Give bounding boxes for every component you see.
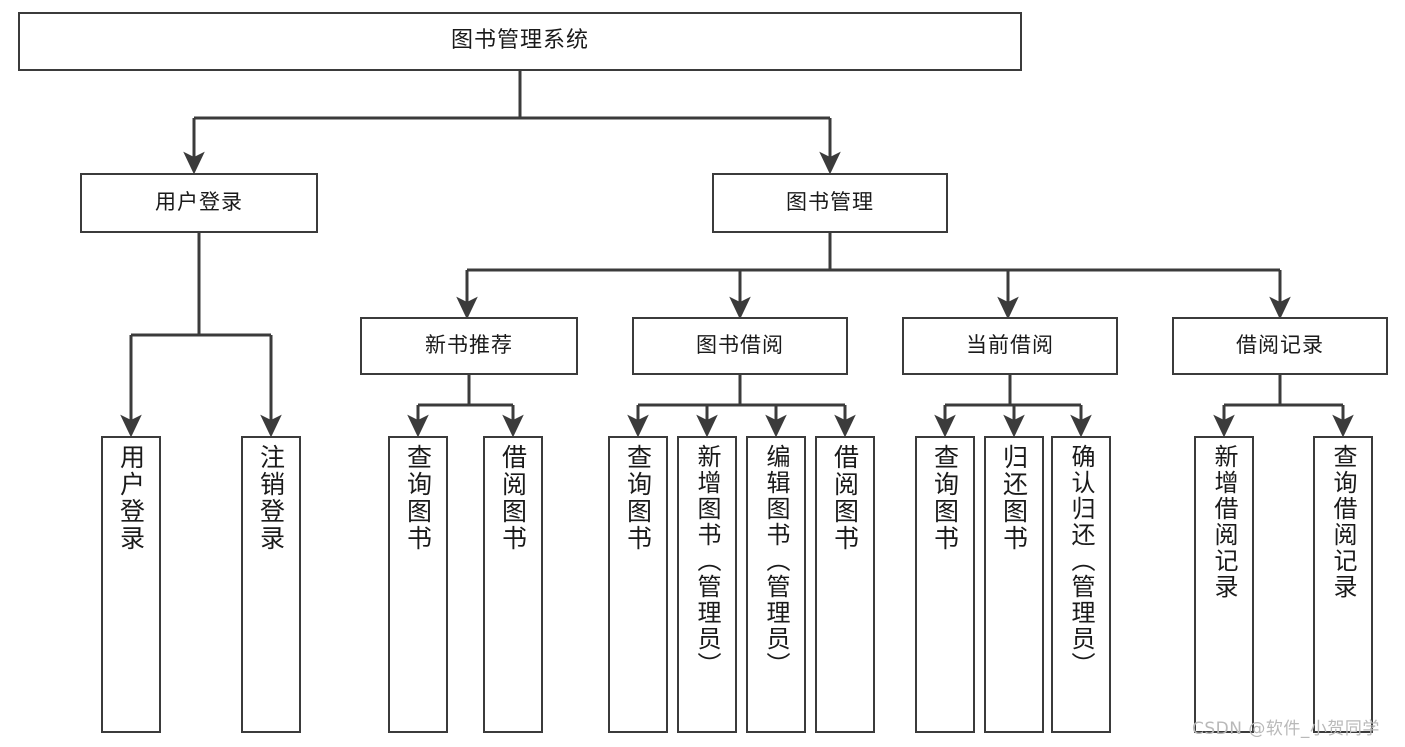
node-label: 查询图书 <box>403 444 433 552</box>
leaf-query-book-recommend[interactable]: 查询图书 <box>388 436 448 733</box>
leaf-add-borrow-record[interactable]: 新增借阅记录 <box>1194 436 1254 733</box>
node-label: 借阅图书 <box>830 444 860 552</box>
node-borrow-record[interactable]: 借阅记录 <box>1172 317 1388 375</box>
node-label: 查询图书 <box>623 444 653 552</box>
node-label: 新增借阅记录 <box>1210 444 1238 600</box>
node-label: 查询图书 <box>930 444 960 552</box>
leaf-query-book-current[interactable]: 查询图书 <box>915 436 975 733</box>
node-label: 编辑图书（管理员） <box>762 444 790 678</box>
leaf-confirm-return-admin[interactable]: 确认归还（管理员） <box>1051 436 1111 733</box>
node-label: 新书推荐 <box>425 333 513 358</box>
node-label: 用户登录 <box>155 190 243 215</box>
node-root-system[interactable]: 图书管理系统 <box>18 12 1022 71</box>
leaf-add-book-admin[interactable]: 新增图书（管理员） <box>677 436 737 733</box>
leaf-borrow-book-recommend[interactable]: 借阅图书 <box>483 436 543 733</box>
node-label: 图书借阅 <box>696 333 784 358</box>
node-label: 当前借阅 <box>966 333 1054 358</box>
leaf-query-borrow-record[interactable]: 查询借阅记录 <box>1313 436 1373 733</box>
leaf-query-book[interactable]: 查询图书 <box>608 436 668 733</box>
node-book-borrow[interactable]: 图书借阅 <box>632 317 848 375</box>
node-label: 图书管理系统 <box>450 28 589 54</box>
node-label: 借阅图书 <box>498 444 528 552</box>
node-label: 归还图书 <box>999 444 1029 552</box>
node-label: 用户登录 <box>116 444 146 552</box>
node-label: 新增图书（管理员） <box>693 444 721 678</box>
node-label: 图书管理 <box>786 190 874 215</box>
leaf-edit-book-admin[interactable]: 编辑图书（管理员） <box>746 436 806 733</box>
node-label: 注销登录 <box>256 444 286 552</box>
leaf-logout[interactable]: 注销登录 <box>241 436 301 733</box>
node-label: 借阅记录 <box>1236 333 1324 358</box>
leaf-borrow-book[interactable]: 借阅图书 <box>815 436 875 733</box>
node-label: 确认归还（管理员） <box>1067 444 1095 678</box>
node-user-login[interactable]: 用户登录 <box>80 173 318 233</box>
node-label: 查询借阅记录 <box>1329 444 1357 600</box>
node-new-book-recommend[interactable]: 新书推荐 <box>360 317 578 375</box>
node-book-management[interactable]: 图书管理 <box>712 173 948 233</box>
leaf-user-login[interactable]: 用户登录 <box>101 436 161 733</box>
leaf-return-book[interactable]: 归还图书 <box>984 436 1044 733</box>
node-current-borrow[interactable]: 当前借阅 <box>902 317 1118 375</box>
